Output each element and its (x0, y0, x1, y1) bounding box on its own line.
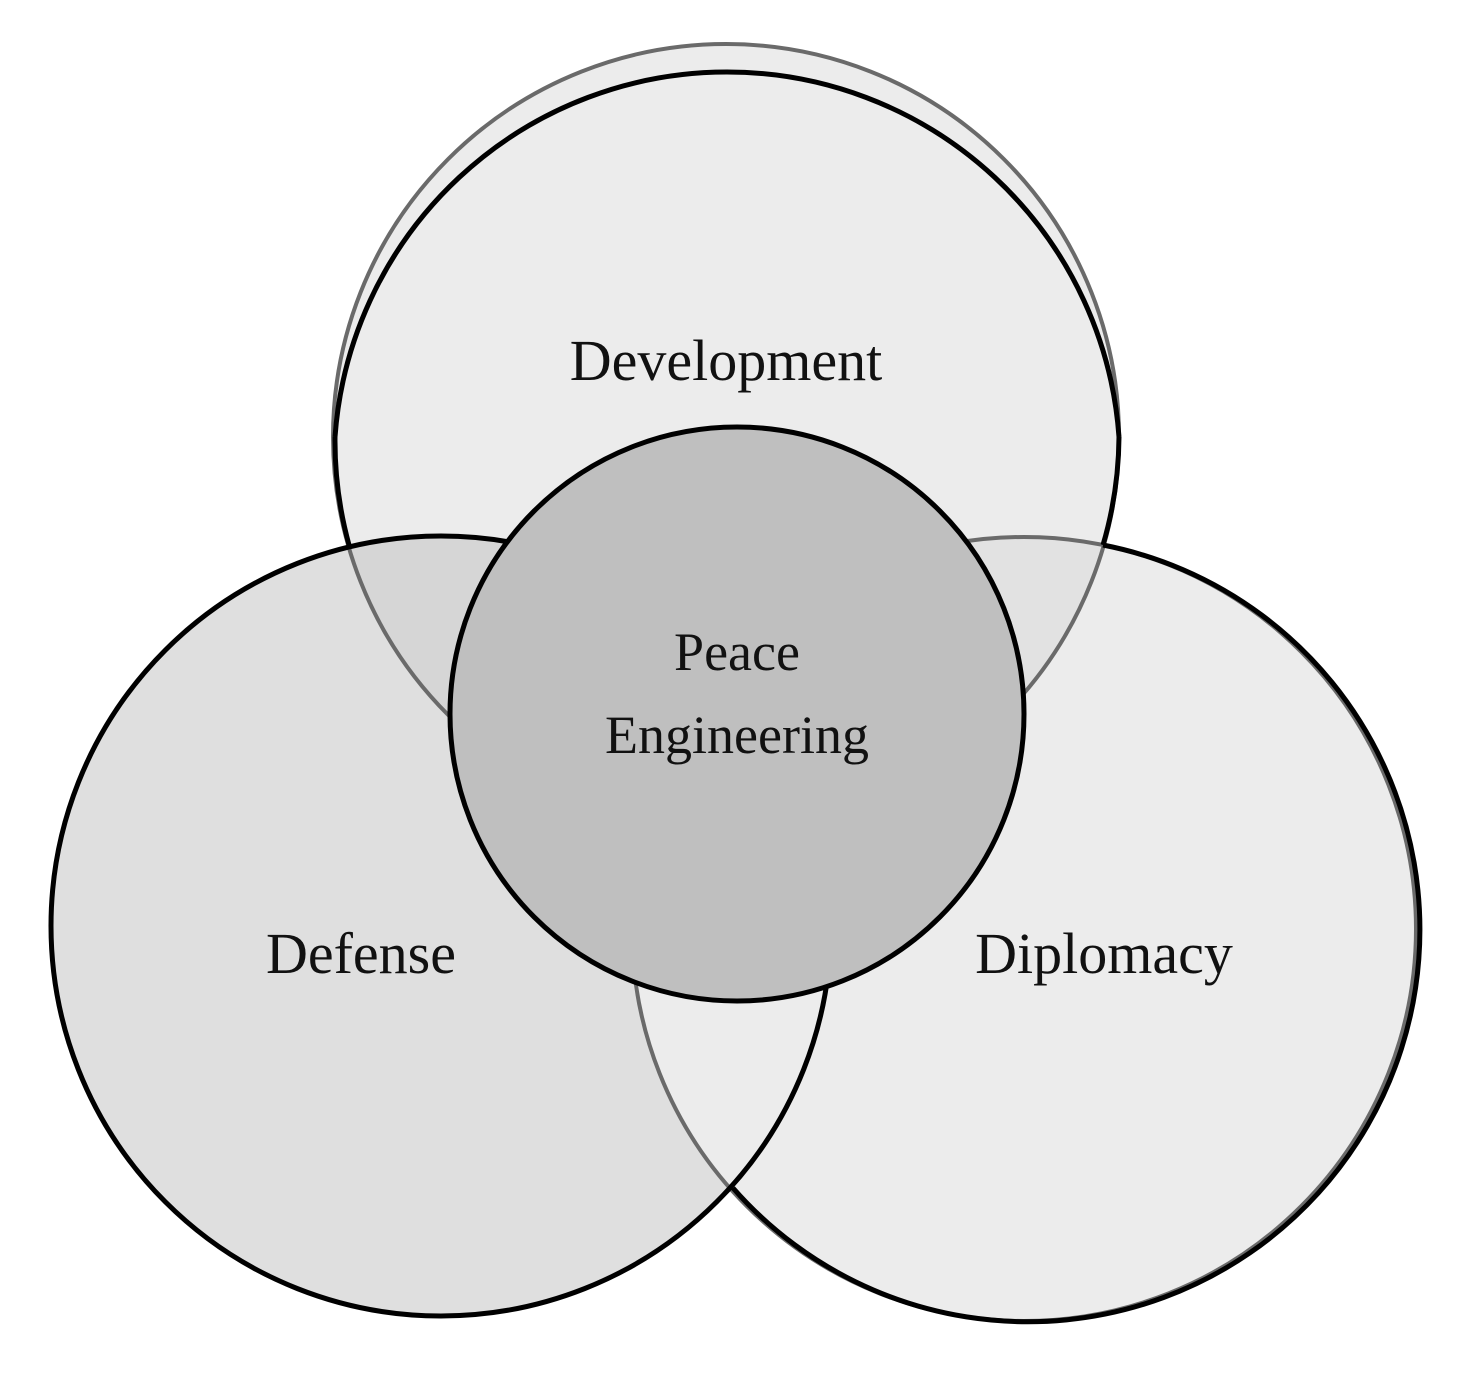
development-label: Development (570, 328, 882, 393)
diplomacy-outline-strong (731, 542, 1423, 1325)
development-outline-strong-right (1100, 436, 1122, 546)
development-outline-strong-left (332, 436, 352, 546)
peace-label: Peace (674, 622, 800, 682)
engineering-label: Engineering (605, 705, 869, 765)
peace-engineering-circle (447, 424, 1027, 1004)
diplomacy-label: Diplomacy (975, 921, 1233, 986)
development-outline-strong (332, 69, 1122, 438)
defense-label: Defense (266, 921, 456, 986)
